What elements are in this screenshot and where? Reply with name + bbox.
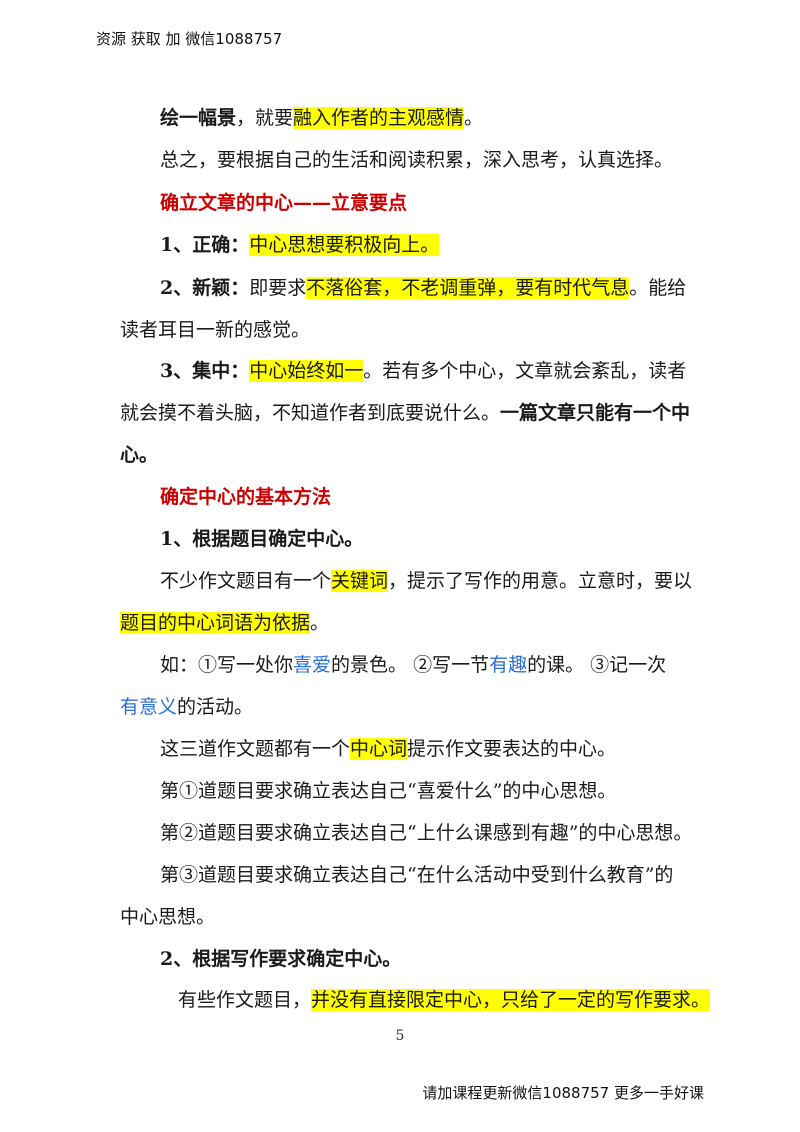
section-heading: 确定中心的基本方法	[160, 486, 332, 508]
bold-text: 心。	[120, 444, 159, 466]
bold-text: 2、根据写作要求确定中心。	[160, 948, 402, 970]
keyword-blue: 喜爱	[293, 654, 332, 676]
text-line: 题目的中心词语为依据。	[120, 608, 329, 638]
bold-text: 一篇文章只能有一个中	[500, 402, 691, 424]
highlighted-text: 中心始终如一	[249, 360, 364, 382]
highlighted-text: 中心思想要积极向上。	[249, 234, 440, 256]
highlighted-text: 融入作者的主观感情	[293, 107, 465, 129]
text-segment: 第②道题目要求确立表达自己“上什么课感到有趣”的中心思想。	[160, 822, 693, 844]
text-line: 总之，要根据自己的生活和阅读积累，深入思考，认真选择。	[160, 145, 673, 175]
text-line: 这三道作文题都有一个中心词提示作文要表达的中心。	[160, 734, 616, 764]
text-line: 第②道题目要求确立表达自己“上什么课感到有趣”的中心思想。	[160, 818, 692, 848]
keyword-blue: 有意义	[120, 696, 178, 718]
page-number: 5	[395, 1028, 405, 1044]
text-segment: 即要求	[249, 277, 307, 299]
bold-text: 绘一幅景	[160, 107, 237, 129]
text-line: 就会摸不着头脑，不知道作者到底要说什么。一篇文章只能有一个中	[120, 398, 690, 428]
text-segment: 第①道题目要求确立表达自己“喜爱什么”的中心思想。	[160, 780, 617, 802]
text-segment: 不少作文题目有一个	[160, 570, 332, 592]
text-segment: 的景色。 ②写一节	[331, 654, 490, 676]
text-segment: 如：①写一处你	[160, 654, 294, 676]
page-footer: 请加课程更新微信1088757 更多一手好课	[422, 1084, 704, 1102]
text-segment: 这三道作文题都有一个	[160, 738, 351, 760]
text-line: 确定中心的基本方法	[160, 482, 331, 512]
text-line: 有些作文题目，并没有直接限定中心，只给了一定的写作要求。	[178, 985, 711, 1015]
highlighted-text: 并没有直接限定中心，只给了一定的写作要求。	[311, 989, 711, 1011]
text-segment: 读者耳目一新的感觉。	[120, 319, 311, 341]
text-segment: 第③道题目要求确立表达自己“在什么活动中受到什么教育”的	[160, 864, 674, 886]
page-header: 资源 获取 加 微信1088757	[96, 30, 283, 48]
text-line: 如：①写一处你喜爱的景色。 ②写一节有趣的课。 ③记一次	[160, 650, 666, 680]
highlighted-text: 关键词	[331, 570, 389, 592]
text-line: 2、根据写作要求确定中心。	[160, 944, 401, 974]
text-line: 第①道题目要求确立表达自己“喜爱什么”的中心思想。	[160, 776, 616, 806]
text-segment: 的活动。	[177, 696, 254, 718]
bold-text: 3、集中：	[160, 360, 250, 382]
text-line: 读者耳目一新的感觉。	[120, 315, 310, 345]
highlighted-text: 题目的中心词语为依据	[120, 612, 311, 634]
text-segment: 总之，要根据自己的生活和阅读积累，深入思考，认真选择。	[160, 149, 674, 171]
text-line: 2、新颖：即要求不落俗套，不老调重弹，要有时代气息。能给	[160, 273, 686, 303]
text-line: 心。	[120, 440, 158, 470]
text-line: 绘一幅景，就要融入作者的主观感情。	[160, 103, 483, 133]
text-segment: ，就要	[236, 107, 294, 129]
text-line: 中心思想。	[120, 902, 215, 932]
text-segment: 提示作文要表达的中心。	[407, 738, 617, 760]
text-line: 3、集中：中心始终如一。若有多个中心，文章就会紊乱，读者	[160, 356, 686, 386]
text-segment: 。能给	[629, 277, 687, 299]
text-line: 确立文章的中心——立意要点	[160, 188, 407, 218]
text-segment: 的课。 ③记一次	[527, 654, 667, 676]
text-segment: 。	[464, 107, 484, 129]
highlighted-text: 不落俗套，不老调重弹，要有时代气息	[306, 277, 630, 299]
text-segment: 。	[310, 612, 330, 634]
text-line: 第③道题目要求确立表达自己“在什么活动中受到什么教育”的	[160, 860, 673, 890]
text-line: 1、根据题目确定中心。	[160, 524, 363, 554]
bold-text: 1、正确：	[160, 234, 250, 256]
text-segment: 有些作文题目，	[178, 989, 312, 1011]
text-line: 不少作文题目有一个关键词，提示了写作的用意。立意时，要以	[160, 566, 692, 596]
keyword-blue: 有趣	[489, 654, 528, 676]
text-segment: ，提示了写作的用意。立意时，要以	[388, 570, 693, 592]
text-line: 有意义的活动。	[120, 692, 253, 722]
text-segment: 就会摸不着头脑，不知道作者到底要说什么。	[120, 402, 501, 424]
bold-text: 2、新颖：	[160, 277, 250, 299]
highlighted-text: 中心词	[350, 738, 408, 760]
text-line: 1、正确：中心思想要积极向上。	[160, 230, 440, 260]
text-segment: 中心思想。	[120, 906, 216, 928]
bold-text: 1、根据题目确定中心。	[160, 528, 364, 550]
text-segment: 。若有多个中心，文章就会紊乱，读者	[363, 360, 687, 382]
section-heading: 确立文章的中心——立意要点	[160, 192, 408, 214]
